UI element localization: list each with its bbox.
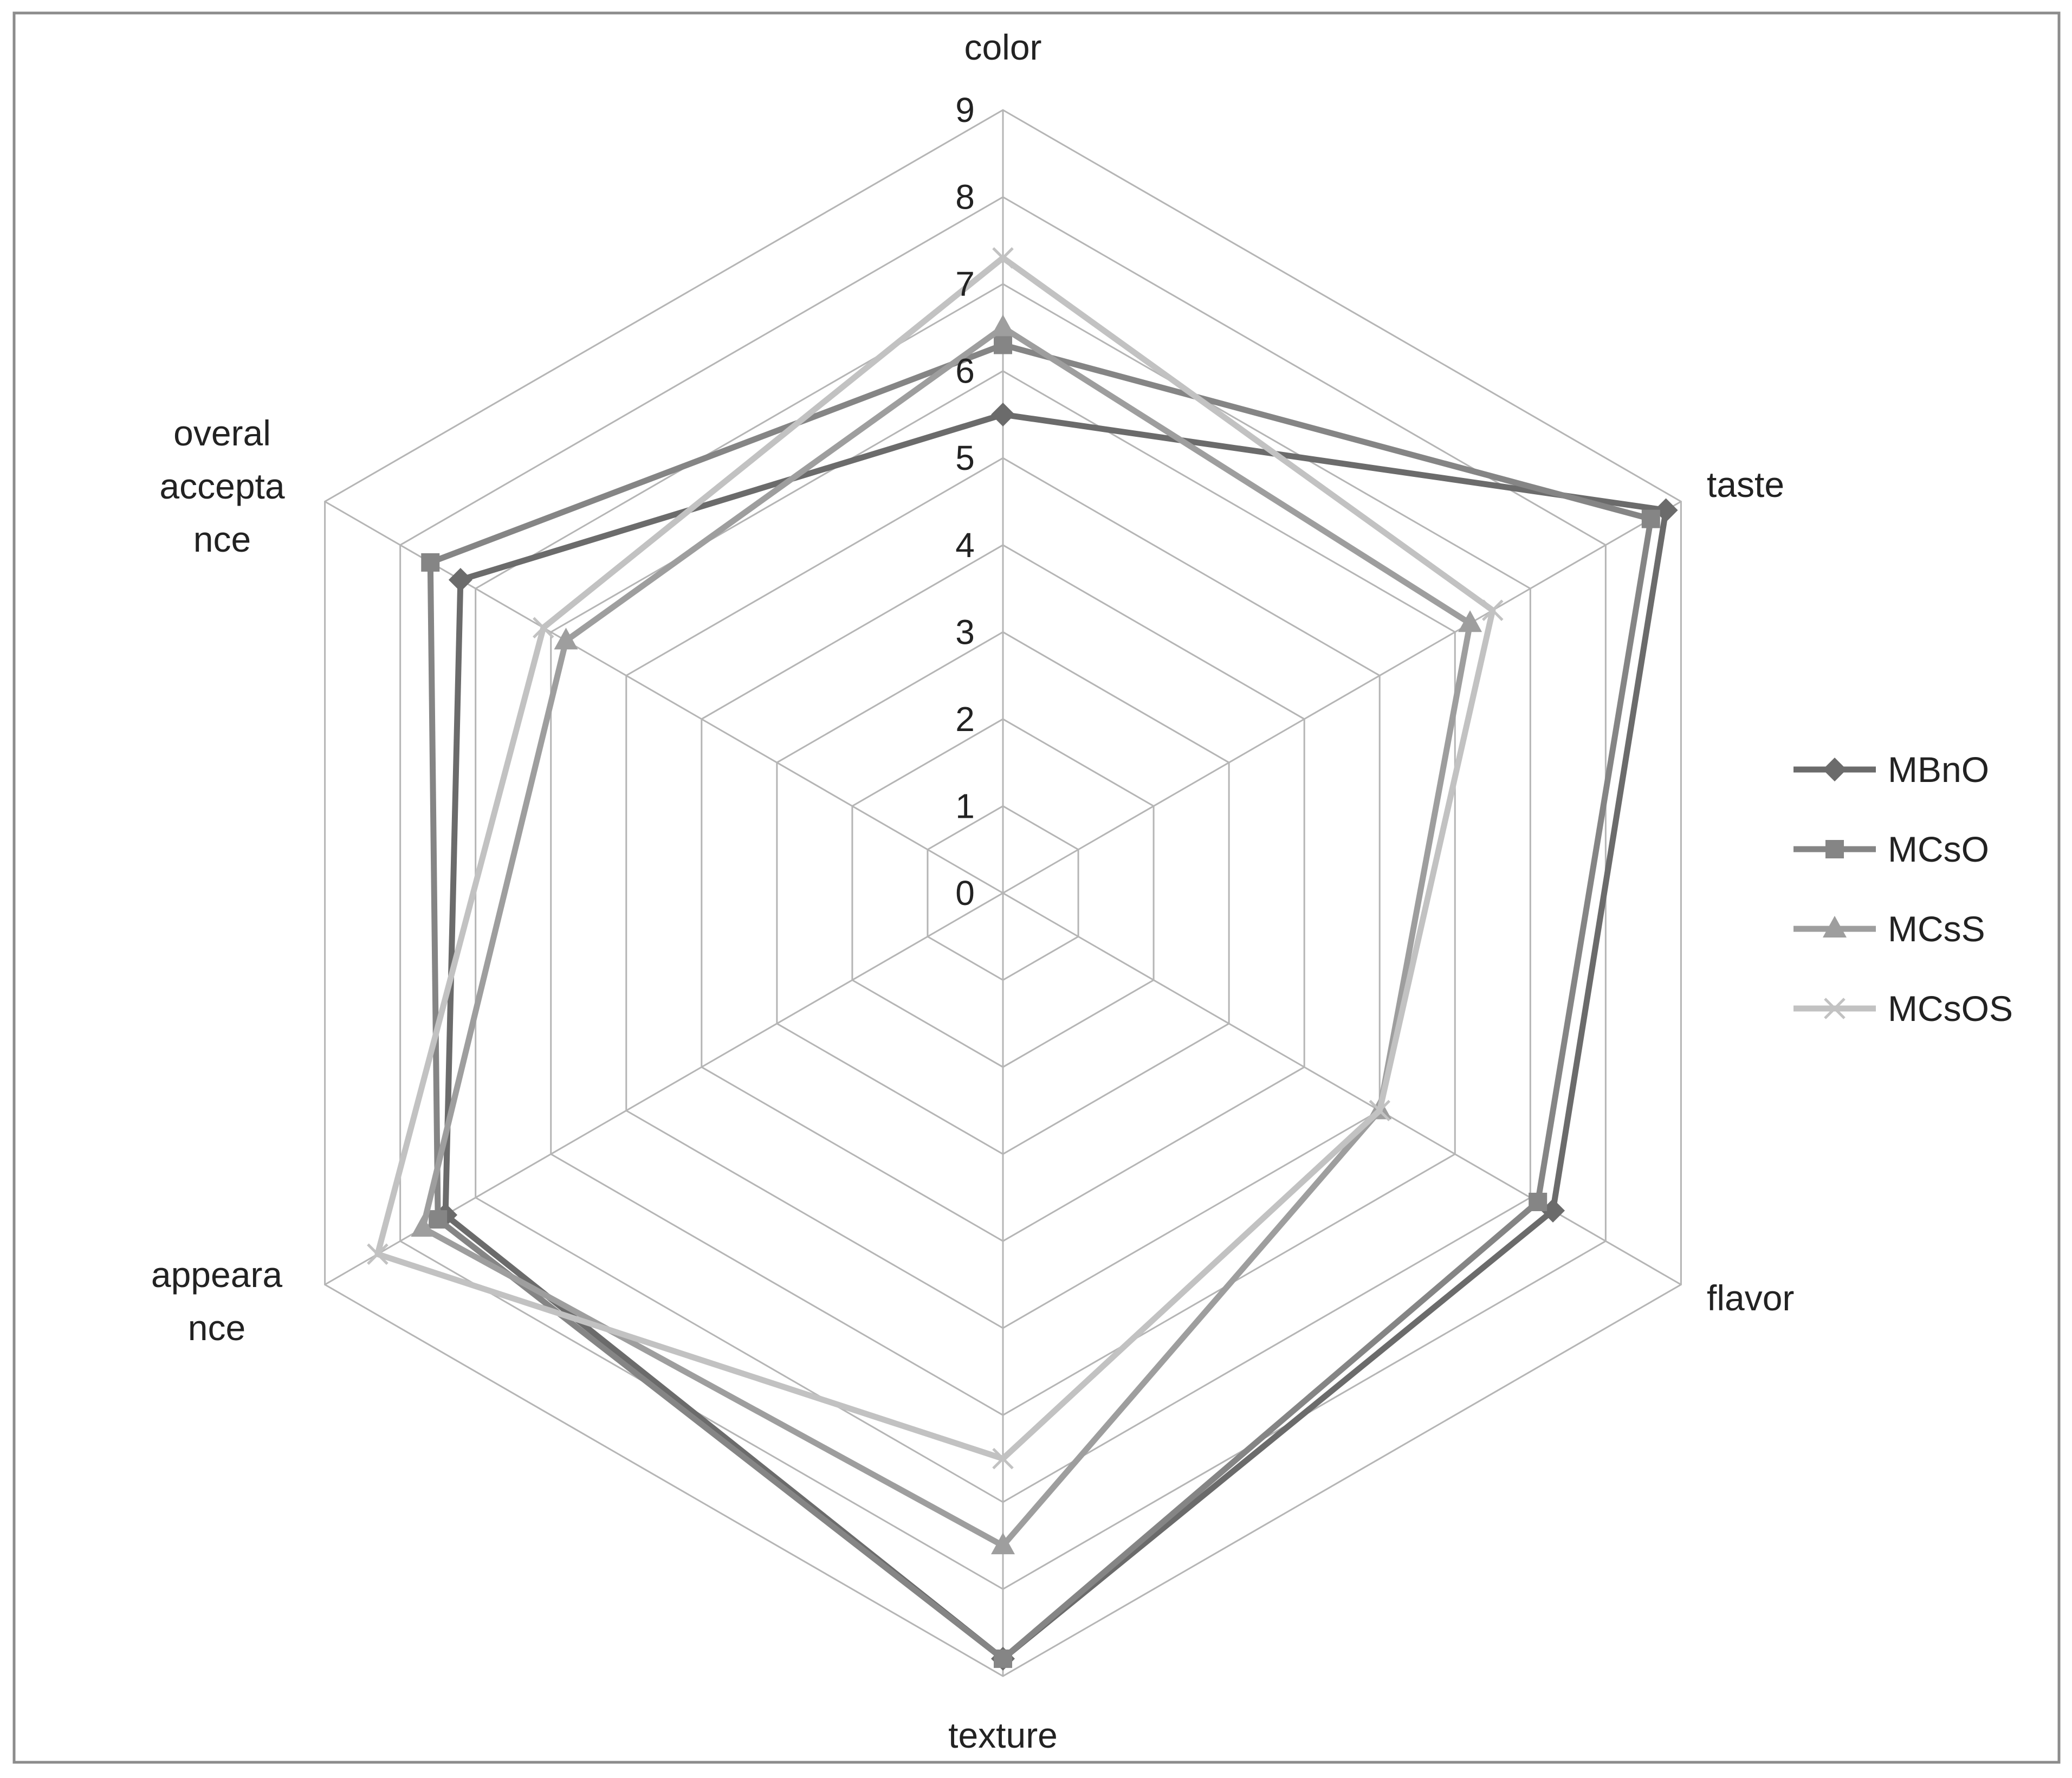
point-mcsos-taste	[1482, 599, 1504, 621]
legend-label-mcso: MCsO	[1888, 829, 1989, 869]
radial-tick-label: 4	[955, 526, 975, 565]
legend-item-mcsos: MCsOS	[1793, 988, 2013, 1029]
category-label-flavor: flavor	[1707, 1278, 1794, 1318]
legend-item-mbno: MBnO	[1793, 749, 1989, 790]
point-mcsos-flavor	[1369, 1100, 1390, 1122]
point-mcsos-color	[992, 247, 1014, 269]
series-layer	[367, 247, 1678, 1671]
point-mcsos-appearance	[367, 1243, 388, 1265]
legend: MBnO MCsO MCsS MCsOS	[1793, 749, 2013, 1029]
legend-label-mcsos: MCsOS	[1888, 988, 2013, 1029]
chart-border	[12, 11, 2061, 1764]
legend-marker-mcso	[1825, 840, 1844, 858]
spoke-flavor	[1002, 892, 1682, 1285]
radial-tick-label: 0	[955, 874, 975, 913]
point-mcss-overal-acceptance	[554, 628, 578, 650]
radial-tick-label: 8	[955, 178, 975, 217]
point-mcss-texture	[991, 1533, 1015, 1555]
series-mcss	[411, 314, 1482, 1555]
radial-tick-label: 5	[955, 438, 975, 477]
legend-label-mcss: MCsS	[1888, 909, 1985, 949]
point-mcso-appearance	[429, 1210, 448, 1229]
radial-tick-label: 1	[955, 786, 975, 825]
spoke-taste	[1002, 501, 1682, 894]
radial-tick-labels: 0 1 2 3 4 5 6 7 8 9	[955, 90, 975, 913]
legend-item-mcso: MCsO	[1793, 829, 1989, 869]
radial-tick-label: 6	[955, 352, 975, 391]
point-mcss-appearance	[411, 1215, 435, 1237]
series-mcso	[421, 335, 1660, 1668]
point-mcso-taste	[1641, 509, 1660, 528]
category-label-texture: texture	[948, 1715, 1058, 1755]
point-mcso-flavor	[1529, 1192, 1547, 1211]
series-mcsos	[367, 247, 1504, 1470]
radial-tick-label: 2	[955, 700, 975, 739]
legend-item-mcss: MCsS	[1793, 909, 1985, 949]
point-mbno-color	[991, 402, 1015, 426]
legend-marker-mcsos	[1824, 998, 1846, 1019]
radial-tick-label: 7	[955, 264, 975, 303]
category-label-color: color	[964, 27, 1041, 67]
point-mcsos-overal-acceptance	[533, 617, 554, 639]
legend-marker-mcss	[1823, 916, 1847, 938]
point-mcso-texture	[994, 1649, 1012, 1668]
point-mcso-color	[994, 335, 1012, 354]
radial-tick-label: 3	[955, 612, 975, 651]
legend-marker-mbno	[1823, 758, 1847, 781]
point-mbno-overal-acceptance	[448, 568, 472, 592]
radial-tick-label: 9	[955, 90, 975, 130]
point-mcss-color	[991, 314, 1015, 337]
point-mcso-overal-acceptance	[421, 553, 440, 572]
point-mcsos-texture	[992, 1447, 1014, 1470]
category-label-taste: taste	[1707, 464, 1784, 505]
legend-label-mbno: MBnO	[1888, 749, 1989, 790]
point-mcss-taste	[1458, 610, 1482, 632]
